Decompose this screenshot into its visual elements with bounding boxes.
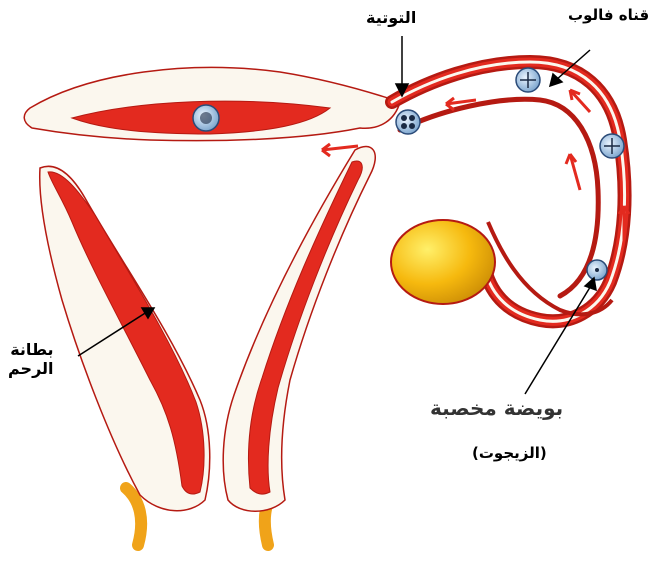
endometrium-label-line2: الرحم	[8, 359, 54, 378]
fallopian-tube-label: قناه فالوب	[568, 6, 649, 24]
fertilized-egg-label: بويضة مخصبة	[430, 396, 563, 420]
morula-label: التوتية	[366, 8, 416, 27]
endometrium-label-line1: بطانة	[8, 340, 54, 359]
ovary	[391, 220, 495, 304]
cell-morula	[396, 110, 420, 134]
zygote-label: (الزيجوت)	[472, 444, 547, 462]
right-uterine-wall	[223, 146, 375, 511]
endometrium-label: بطانة الرحم	[8, 340, 54, 378]
